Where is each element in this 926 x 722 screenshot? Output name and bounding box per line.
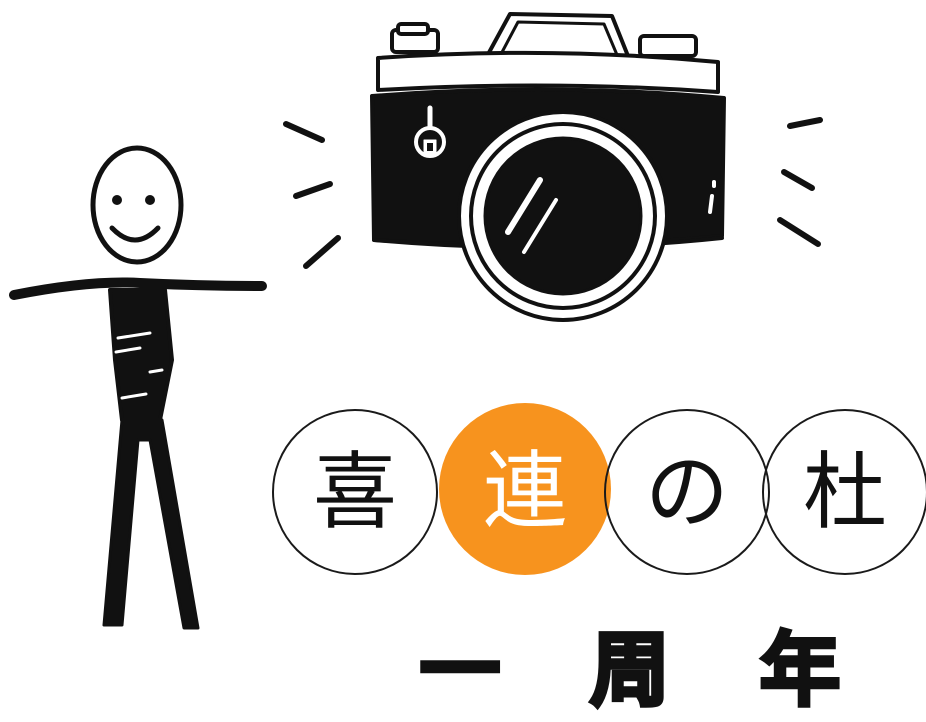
brand-char: 喜 [312, 443, 397, 541]
brand-char-circle-highlight: 連 [439, 403, 611, 575]
brand-char-circle: 杜 [762, 409, 926, 575]
anniversary-char: 一 [418, 622, 502, 719]
stick-figure-icon [9, 145, 267, 630]
anniversary-char: 周 [588, 622, 672, 719]
camera-icon [370, 12, 726, 322]
flash-burst-icon [283, 117, 823, 269]
brand-char: の [644, 443, 729, 541]
highlight-circle [439, 403, 611, 575]
brand-char-circle: 喜 [272, 409, 438, 575]
anniversary-char: 年 [758, 622, 842, 719]
brand-char: 杜 [802, 443, 887, 541]
brand-char: 連 [482, 442, 567, 540]
anniversary-title: 一 周 年 [418, 618, 842, 719]
brand-char-circle: の [604, 409, 770, 575]
